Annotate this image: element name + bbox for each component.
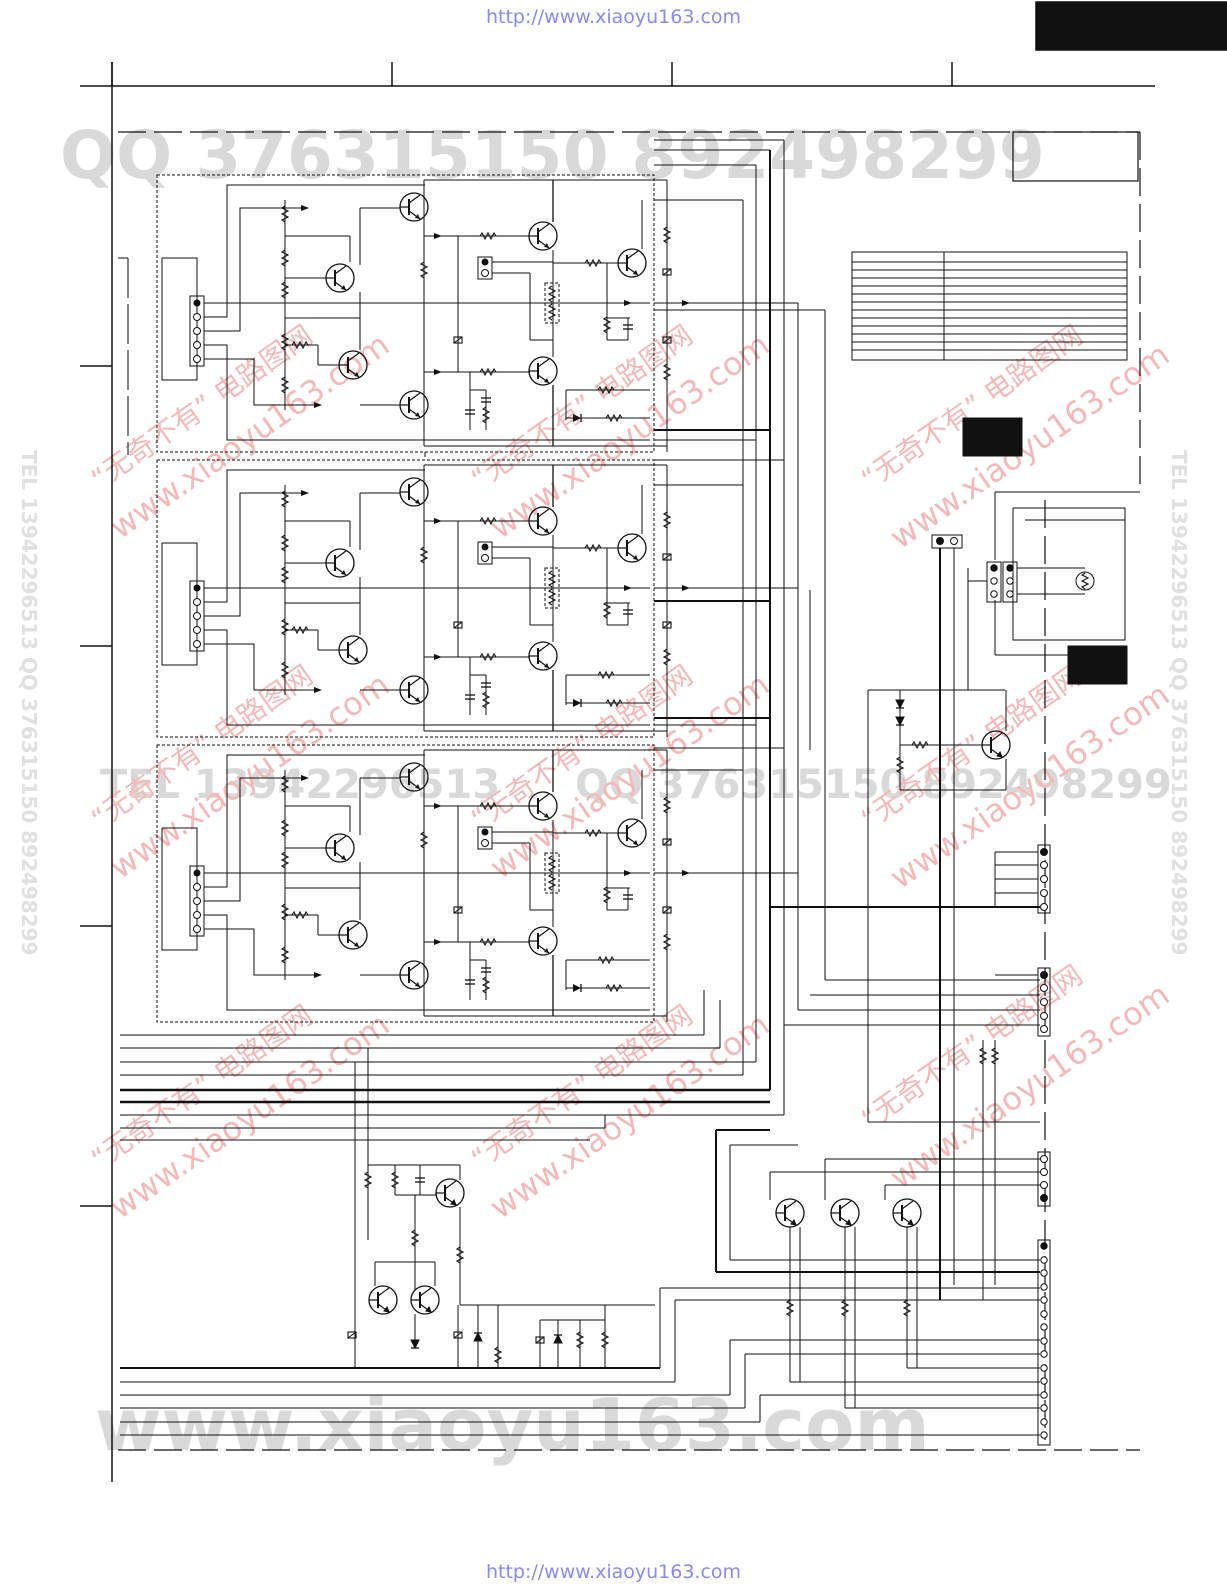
header-url[interactable]: http://www.xiaoyu163.com [485,6,742,28]
label-block-1 [962,417,1023,457]
footer-url[interactable]: http://www.xiaoyu163.com [485,1561,742,1583]
spec-table [851,131,1139,685]
amp-channel-1 [157,175,690,452]
label-block-2 [1067,645,1128,685]
power-protection-section [120,1048,1040,1436]
page-frame [80,1,1227,1482]
amp-channel-2 [157,460,690,737]
watermark-side-right: TEL 13942296513 QQ 376315150 892498299 [1167,450,1191,955]
corner-block [1035,1,1227,51]
speaker-sub-board [867,491,1140,1300]
relay-drivers [769,1158,1040,1409]
right-connectors [979,844,1051,1446]
watermark-tel: TEL 13942296513 [100,762,500,808]
bus-wiring [120,139,1040,1273]
watermark-site: www.xiaoyu163.com [95,1383,929,1467]
watermark-side-left: TEL 13942296513 QQ 376315150 892498299 [17,450,41,955]
